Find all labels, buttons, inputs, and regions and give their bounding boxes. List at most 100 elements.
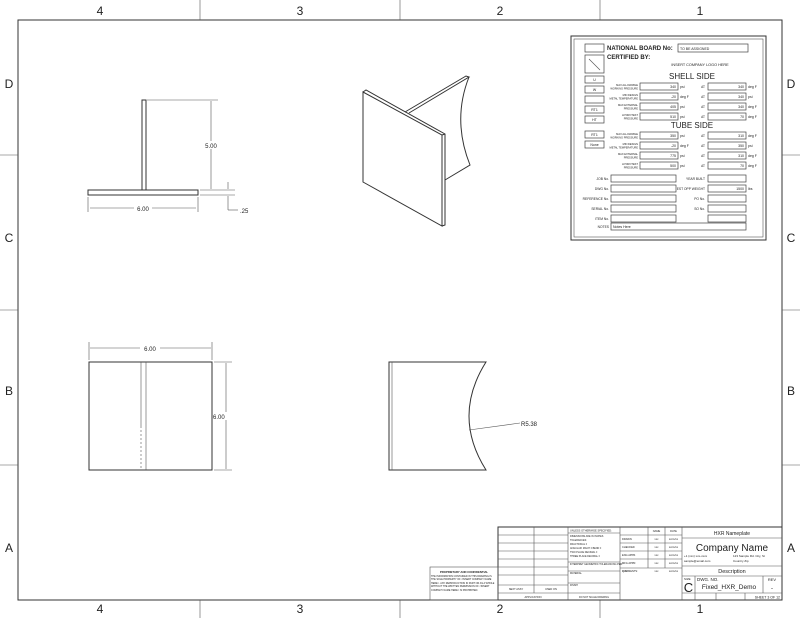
sheet-size: C <box>684 580 693 595</box>
at-unit: deg F <box>748 105 757 109</box>
at-label: AT <box>701 105 705 109</box>
info-label: REFERENCE No. <box>583 197 609 201</box>
title-block-frame <box>497 526 783 601</box>
signoff-name: xxx <box>655 570 660 573</box>
drawing-number: Fixed_HXR_Demo <box>702 584 757 591</box>
revision: - <box>771 586 773 592</box>
at-value: 340 <box>738 85 744 89</box>
national-board-field[interactable] <box>677 43 749 53</box>
tolerance-line: ANGULAR: MACH ± BEND ± <box>570 547 602 550</box>
unit: psi <box>680 85 685 89</box>
national-board-value: TO BE ASSIGNED <box>680 47 710 51</box>
at-value-field[interactable] <box>707 112 747 121</box>
info-label: SO No. <box>694 207 705 211</box>
at-unit: deg F <box>748 115 757 119</box>
row-label: MAX EXTERNAL <box>618 103 639 107</box>
used-on-label: USED ON <box>545 587 557 591</box>
at-label: AT <box>701 144 705 148</box>
zone-left-a: A <box>5 541 13 555</box>
stamp-box <box>584 115 605 124</box>
shell-side-title: SHELL SIDE <box>669 72 715 81</box>
stamp-box-label: RT1 <box>591 133 598 137</box>
stamp-box-label: W <box>593 88 597 92</box>
at-label: AT <box>701 85 705 89</box>
at-value-field[interactable] <box>707 161 747 170</box>
at-value-field[interactable] <box>707 151 747 160</box>
comments-label: COMMENTS: <box>622 569 638 573</box>
unit: psi <box>680 105 685 109</box>
date-header: DATE <box>670 529 677 533</box>
stamp-box <box>584 105 605 114</box>
value-field[interactable] <box>639 161 679 170</box>
zone-right-d: D <box>787 77 796 91</box>
notes-value: Notes Here <box>613 225 631 229</box>
stamp-box <box>584 95 605 104</box>
do-not-scale-label: DO NOT SCALE DRAWING <box>579 596 609 599</box>
value-field[interactable] <box>639 151 679 160</box>
at-value-field[interactable] <box>707 141 747 150</box>
value: -20 <box>671 144 676 148</box>
tolerance-line: THREE PLACE DECIMAL ± <box>570 555 600 558</box>
tolerance-line: TOLERANCES: <box>570 539 587 542</box>
info-label: EST OPP WEIGHT <box>677 187 705 191</box>
row-label: METAL TEMPERATURE <box>610 97 639 101</box>
signoff-name: xxx <box>655 546 660 549</box>
value-field[interactable] <box>639 92 679 101</box>
value-field[interactable] <box>639 102 679 111</box>
info-value: 1500 <box>736 187 744 191</box>
unit: psi <box>680 115 685 119</box>
at-value-field[interactable] <box>707 92 747 101</box>
value-field[interactable] <box>639 82 679 91</box>
signoff-date: xx/xx/xx <box>669 569 679 573</box>
zone-bottom-3: 3 <box>297 602 304 616</box>
info-field[interactable] <box>707 184 747 193</box>
signoff-role: DRAWN <box>622 537 632 541</box>
tolerance-line: TWO PLACE DECIMAL ± <box>570 551 598 554</box>
top-view: 6.00 6.00 <box>88 342 236 471</box>
tolerance-line: DIMENSIONS ARE IN INCHES <box>570 535 604 538</box>
at-value: 310 <box>738 134 744 138</box>
row-label: MIN DESIGN <box>623 142 639 146</box>
at-unit: psi <box>748 95 753 99</box>
front-view: 5.00 6.00 .25 <box>87 99 249 215</box>
notes-field[interactable] <box>610 222 747 231</box>
info-field[interactable] <box>707 214 747 223</box>
info-field[interactable] <box>707 174 747 183</box>
signoff-name: xxx <box>655 538 660 541</box>
logo-placeholder: INSERT COMPANY LOGO HERE <box>671 63 729 67</box>
row-label: WORKING PRESSURE <box>610 87 638 91</box>
at-value: 70 <box>740 164 744 168</box>
tube-side-title: TUBE SIDE <box>671 121 713 130</box>
info-field[interactable] <box>610 174 677 183</box>
at-value-field[interactable] <box>707 102 747 111</box>
unit: psi <box>680 134 685 138</box>
info-field[interactable] <box>610 204 677 213</box>
at-unit: deg F <box>748 85 757 89</box>
info-field[interactable] <box>707 204 747 213</box>
value-field[interactable] <box>639 112 679 121</box>
value-field[interactable] <box>639 131 679 140</box>
company-phone: +1 (xxx) xxx-xxxx <box>684 554 708 558</box>
at-unit: deg F <box>748 154 757 158</box>
front-thickness-dim: .25 <box>240 209 249 215</box>
info-field[interactable] <box>707 194 747 203</box>
proprietary-title: PROPRIETARY AND CONFIDENTIAL <box>440 570 488 574</box>
at-value-field[interactable] <box>707 82 747 91</box>
row-label: MAX EXTERNAL <box>618 152 639 156</box>
info-field[interactable] <box>610 214 677 223</box>
at-unit: psi <box>748 144 753 148</box>
info-field[interactable] <box>610 184 677 193</box>
rev-label: REV <box>768 577 777 582</box>
dwg-no-label: DWG. NO. <box>697 577 719 582</box>
value-field[interactable] <box>639 141 679 150</box>
at-value-field[interactable] <box>707 131 747 140</box>
at-value: 310 <box>738 154 744 158</box>
certified-by-label: CERTIFIED BY: <box>607 55 650 61</box>
info-field[interactable] <box>610 194 677 203</box>
signoff-date: xx/xx/xx <box>669 553 679 557</box>
row-label: HYDROTEST <box>622 162 638 166</box>
at-value: 340 <box>738 105 744 109</box>
company-address-1: 123 Sample Rd. City, St <box>733 554 765 558</box>
